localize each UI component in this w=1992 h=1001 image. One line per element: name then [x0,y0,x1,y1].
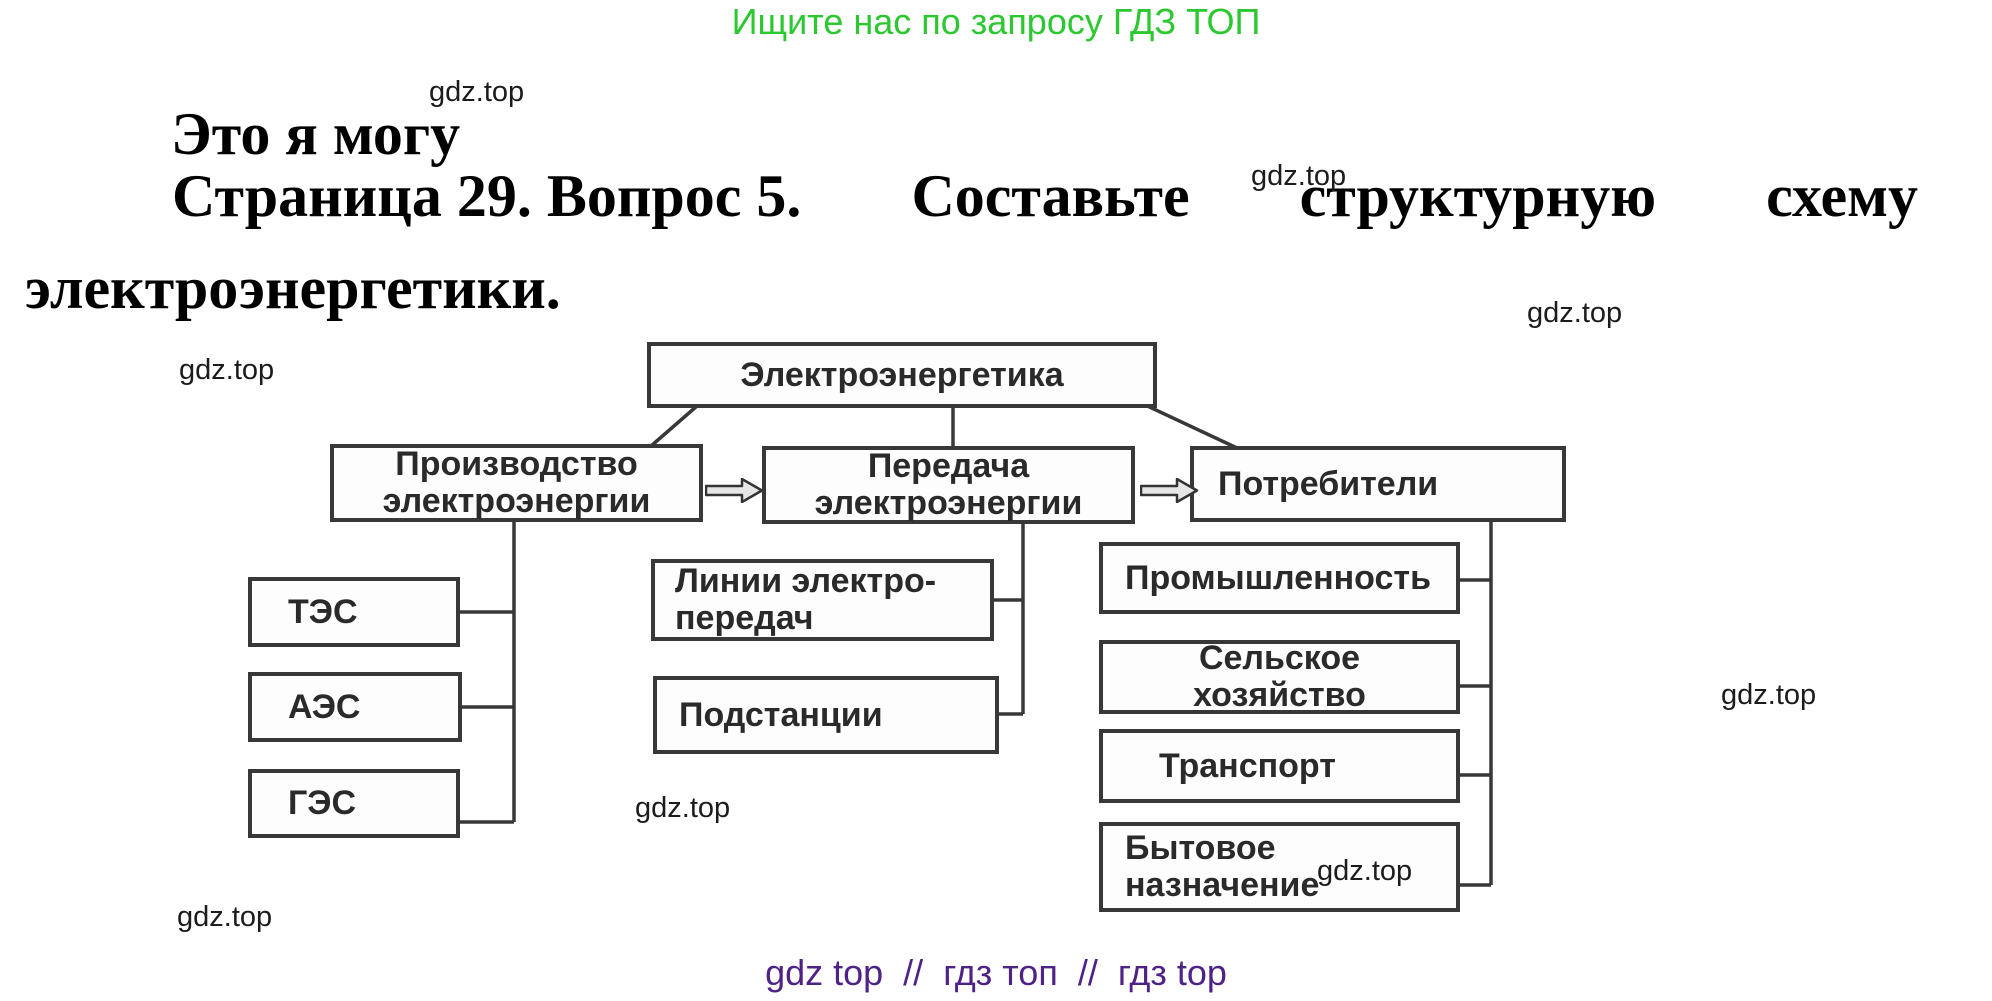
question-line-2: электроэнергетики. [25,255,561,321]
footer-separator: // [903,952,924,993]
question-segment: Составьте [911,163,1190,229]
arrow-right-icon [1140,478,1199,503]
node-household: Бытовое назначение [1099,822,1460,912]
gdz-watermark: gdz.top [1317,855,1413,887]
node-industry: Промышленность [1099,542,1460,614]
promo-banner: Ищите нас по запросу ГДЗ ТОП [731,1,1261,42]
page-heading: Это я могу [171,101,461,167]
node-tes: ТЭС [248,577,460,647]
arrow-right-icon [705,478,764,503]
footer-watermark: gdz top // гдз топ // гдз top [0,952,1992,994]
footer-phrase: гдз top [1117,952,1227,993]
footer-separator: // [1077,952,1098,993]
gdz-watermark: gdz.top [1721,679,1817,711]
footer-phrase: гдз топ [943,952,1058,993]
question-segment: схему [1766,163,1918,229]
node-consumers: Потребители [1190,446,1566,522]
question-segment: структурную [1299,163,1657,229]
node-electroenergetics: Электроэнергетика [647,342,1157,408]
node-aes: АЭС [248,672,462,742]
gdz-watermark: gdz.top [635,792,731,824]
gdz-watermark: gdz.top [1527,297,1623,329]
gdz-watermark: gdz.top [1251,160,1347,192]
node-production: Производство электроэнергии [330,444,703,522]
node-transmission: Передача электроэнергии [762,446,1135,524]
gdz-watermark: gdz.top [177,901,273,933]
footer-phrase: gdz top [765,952,884,993]
node-agriculture: Сельское хозяйство [1099,640,1460,714]
question-line: Страница 29. Вопрос 5. Составьте структу… [172,162,1918,231]
node-power-lines: Линии электро- передач [651,559,994,641]
node-substations: Подстанции [653,676,999,754]
question-segment: Страница 29. Вопрос 5. [172,163,802,229]
node-ges: ГЭС [248,769,460,838]
node-transport: Транспорт [1099,729,1460,803]
gdz-watermark: gdz.top [429,76,525,108]
gdz-watermark: gdz.top [179,354,275,386]
